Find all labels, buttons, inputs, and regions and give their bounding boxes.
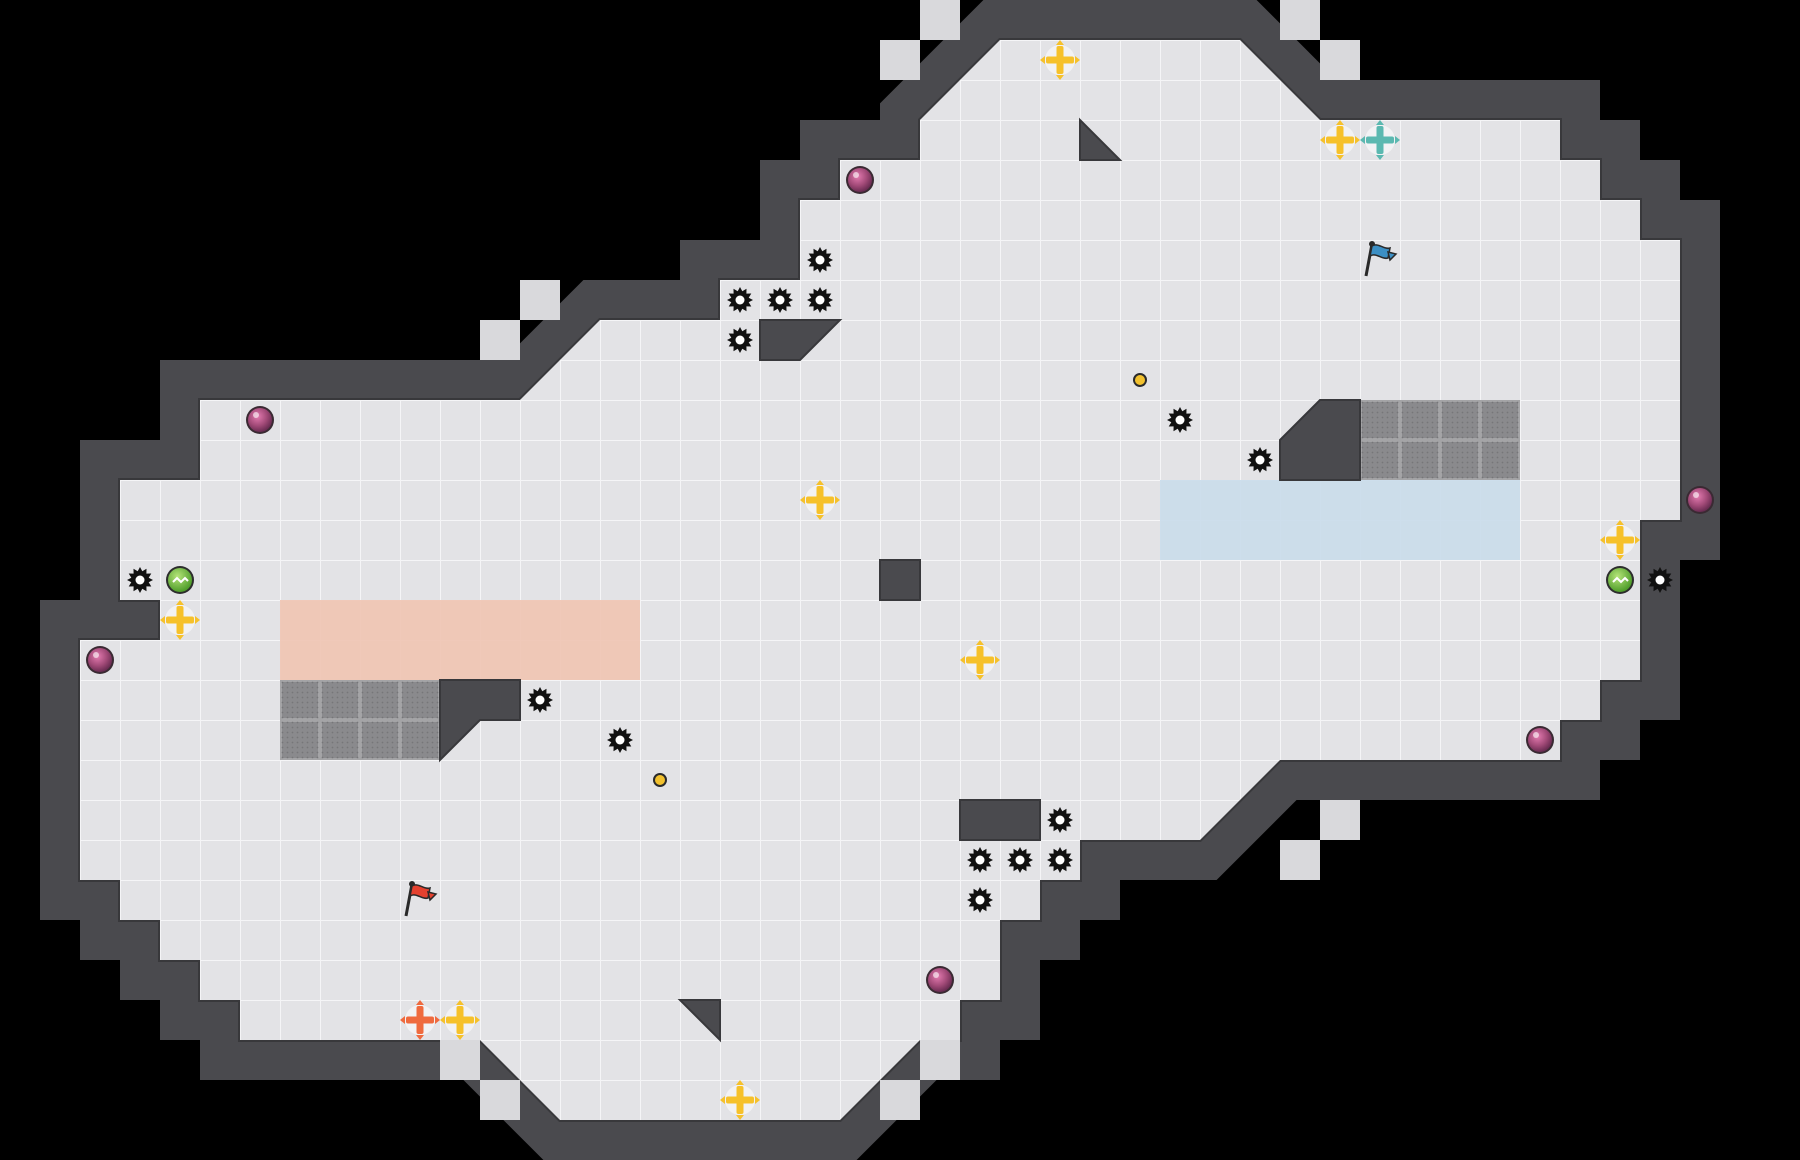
spike-icon [767,287,793,313]
boost-icon [440,1000,480,1040]
wall-chunk-left [439,679,521,763]
bomb-icon [1686,486,1714,514]
button-icon [653,773,667,787]
boost-icon [720,1080,760,1120]
boost-icon [160,600,200,640]
block-layer [280,117,1520,1043]
halo-tile [1320,40,1360,80]
spike-icon [807,247,833,273]
red-flag-icon [404,881,438,917]
powerup-icon [166,566,194,594]
bomb-icon [1526,726,1554,754]
boost-icon [1600,520,1640,560]
spike-icon [1047,847,1073,873]
spike-icon [607,727,633,753]
boost-icon [1040,40,1080,80]
spike-icon [1247,447,1273,473]
center-block [879,559,921,601]
spike-icon [807,287,833,313]
halo-tile [1320,800,1360,840]
grate-left-dots [280,680,440,760]
powerup-icon [1606,566,1634,594]
halo-tile [480,320,520,360]
grate-right-dots [1360,400,1520,480]
boost-icon [1320,120,1360,160]
halo-tile [920,0,960,40]
bomb-icon [246,406,274,434]
blue-endzone [1160,480,1520,560]
halo-tile [480,1080,520,1120]
diag-top [1079,117,1123,161]
spike-icon [527,687,553,713]
halo-tile [520,280,560,320]
halo-tile [920,1040,960,1080]
zone-layer [280,480,1520,680]
spike-icon [1167,407,1193,433]
boost-icon [800,480,840,520]
diag-upper-left [759,319,843,361]
boost-icon [400,1000,440,1040]
spike-icon [967,847,993,873]
spike-icon [967,887,993,913]
bomb-icon [86,646,114,674]
spike-icon [727,327,753,353]
diag-lower [959,799,1041,841]
bomb-icon [846,166,874,194]
spike-icon [1007,847,1033,873]
diag-bottom [677,999,721,1043]
boost-icon [1360,120,1400,160]
spike-icon [127,567,153,593]
entity-layer [86,40,1714,1120]
bomb-icon [926,966,954,994]
red-endzone [280,600,640,680]
spike-icon [1647,567,1673,593]
button-icon [1133,373,1147,387]
halo-tile [440,1040,480,1080]
halo-tile [1280,840,1320,880]
boost-icon [960,640,1000,680]
spike-icon [727,287,753,313]
halo-tile [1280,0,1320,40]
wall-chunk-right [1279,399,1361,481]
halo-tile [880,1080,920,1120]
halo-tile [880,40,920,80]
spike-icon [1047,807,1073,833]
blue-flag-icon [1364,241,1398,277]
